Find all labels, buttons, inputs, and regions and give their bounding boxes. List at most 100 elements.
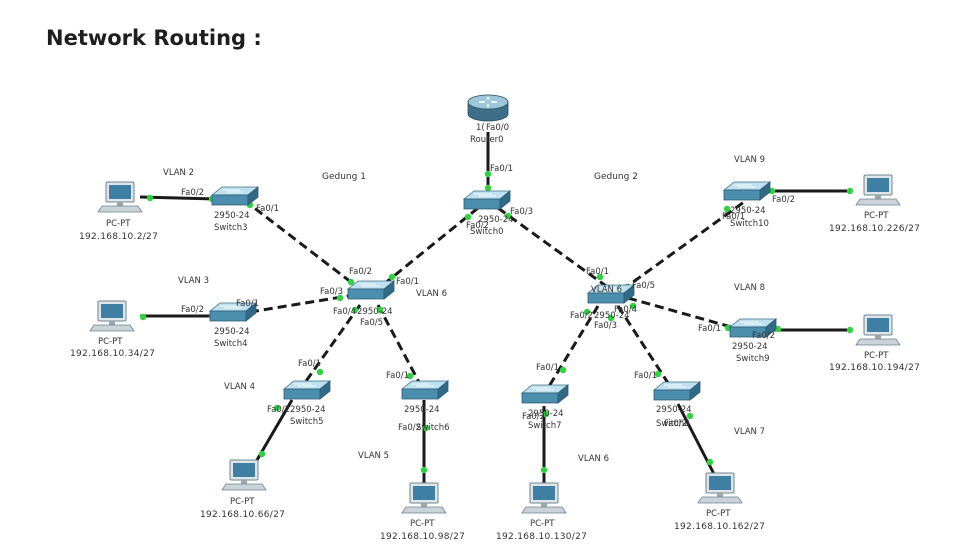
switch3-icon[interactable] — [211, 186, 259, 206]
port-label: Fa0/2 — [664, 419, 687, 429]
switch-name-label: Switch5 — [290, 417, 324, 427]
switch-model-label: 2950-24 — [594, 311, 630, 321]
port-label: Fa0/3 — [320, 287, 343, 297]
vlan-label: VLAN 4 — [224, 382, 255, 392]
pc5-icon[interactable] — [521, 482, 567, 514]
port-label: Fa0/3 — [510, 207, 533, 217]
link-switch1-switch5 — [302, 304, 362, 385]
pc-ip-address: 192.168.10.162/27 — [674, 522, 765, 532]
router-port-label: Fa0/0 — [486, 123, 509, 133]
pc4-icon[interactable] — [401, 482, 447, 514]
vlan-label: VLAN 5 — [358, 451, 389, 461]
switch5-icon[interactable] — [283, 380, 331, 400]
pc3-icon[interactable] — [221, 459, 267, 491]
port-label: Fa0/1 — [634, 371, 657, 381]
port-label: Fa0/1 — [396, 277, 419, 287]
port-label: Fa0/1 — [386, 371, 409, 381]
switch-model-label: 2950-24 — [730, 206, 766, 216]
area-label-gedung1: Gedung 1 — [322, 172, 366, 182]
port-label: Fa0/1 — [490, 164, 513, 174]
switch1-icon[interactable] — [347, 280, 395, 300]
pc1-icon[interactable] — [97, 181, 143, 213]
switch-name-label: Switch7 — [528, 421, 562, 431]
link-switch2-switch9 — [627, 296, 743, 332]
pc-ip-address: 192.168.10.98/27 — [380, 532, 465, 542]
link-switch3-switch1 — [243, 198, 357, 288]
pc-label: PC-PT — [706, 509, 731, 519]
pc-ip-address: 192.168.10.2/27 — [79, 232, 158, 242]
pc-ip-address: 192.168.10.130/27 — [496, 532, 587, 542]
pc8-icon[interactable] — [855, 174, 901, 206]
port-label: Fa0/2 — [349, 267, 372, 277]
port-label: Fa0/1 — [256, 204, 279, 214]
pc6-icon[interactable] — [697, 472, 743, 504]
link-switch1-switch6 — [376, 304, 422, 385]
pc-ip-address: 192.168.10.226/27 — [829, 224, 920, 234]
pc-ip-address: 192.168.10.66/27 — [200, 510, 285, 520]
pc-label: PC-PT — [864, 351, 889, 361]
port-label: Fa0/4 — [614, 305, 637, 315]
port-label: Fa0/5 — [632, 281, 655, 291]
vlan-label: VLAN 8 — [734, 283, 765, 293]
port-label: Fa0/4 — [333, 307, 356, 317]
pc-label: PC-PT — [864, 211, 889, 221]
port-label: Fa0/1 — [722, 212, 745, 222]
port-label: Fa0/2 — [398, 423, 421, 433]
port-label: Fa0/1 — [536, 363, 559, 373]
vlan-label: VLAN 9 — [734, 155, 765, 165]
link-switch4-switch1 — [249, 293, 355, 314]
switch-model-label: 2950-24 — [290, 405, 326, 415]
port-label: Fa0/1 — [298, 359, 321, 369]
pc-ip-address: 192.168.10.194/27 — [829, 363, 920, 373]
page-title: Network Routing : — [46, 26, 262, 50]
link-switch0-switch1 — [383, 206, 479, 286]
switch8-icon[interactable] — [653, 381, 701, 401]
vlan-label: VLAN 6 — [591, 285, 622, 295]
port-label: Fa0/2 — [181, 188, 204, 198]
vlan-label: VLAN 3 — [178, 276, 209, 286]
switch-model-label: 2950-24 — [732, 342, 768, 352]
vlan-label: VLAN 6 — [578, 454, 609, 464]
link-switch2-switch8 — [616, 305, 672, 387]
pc-label: PC-PT — [530, 519, 555, 529]
port-label: Fa0/2 — [466, 221, 489, 231]
switch7-icon[interactable] — [521, 384, 569, 404]
vlan-label: VLAN 2 — [163, 168, 194, 178]
pc7-icon[interactable] — [855, 314, 901, 346]
switch-model-label: 2950-24 — [214, 327, 250, 337]
port-label: Fa0/5 — [360, 318, 383, 328]
switch6-icon[interactable] — [401, 380, 449, 400]
switch-name-label: Switch10 — [730, 219, 769, 229]
switch-name-label: Switch9 — [736, 354, 770, 364]
vlan-label: VLAN 6 — [416, 289, 447, 299]
pc-label: PC-PT — [410, 519, 435, 529]
link-switch0-switch2 — [497, 206, 607, 288]
port-label: Fa0/2 — [570, 311, 593, 321]
switch0-icon[interactable] — [463, 190, 511, 210]
port-label: Fa0/1 — [236, 299, 259, 309]
router-model-label: 1( — [476, 123, 485, 133]
router-name-label: Router0 — [470, 135, 504, 145]
port-label: Fa0/2 — [522, 412, 545, 422]
switch10-icon[interactable] — [723, 181, 771, 201]
pc-label: PC-PT — [98, 337, 123, 347]
switch-name-label: Switch6 — [416, 423, 450, 433]
pc2-icon[interactable] — [89, 300, 135, 332]
switch-model-label: 2950-24 — [214, 211, 250, 221]
link-switch2-switch7 — [546, 305, 600, 389]
port-label: Fa0/1 — [698, 324, 721, 334]
switch-model-label: 2950-24 — [357, 307, 393, 317]
switch-model-label: 2950-24 — [656, 405, 692, 415]
switch-model-label: 2950-24 — [478, 215, 514, 225]
vlan-label: VLAN 7 — [734, 427, 765, 437]
port-label: Fa0/1 — [586, 267, 609, 277]
switch-name-label: Switch8 — [656, 419, 690, 429]
pc-ip-address: 192.168.10.34/27 — [70, 349, 155, 359]
router-icon[interactable] — [467, 94, 509, 122]
switch-name-label: Switch3 — [214, 223, 248, 233]
port-label: Fa0/2 — [752, 331, 775, 341]
area-label-gedung2: Gedung 2 — [594, 172, 638, 182]
switch-model-label: 2950-24 — [404, 405, 440, 415]
pc-label: PC-PT — [106, 219, 131, 229]
